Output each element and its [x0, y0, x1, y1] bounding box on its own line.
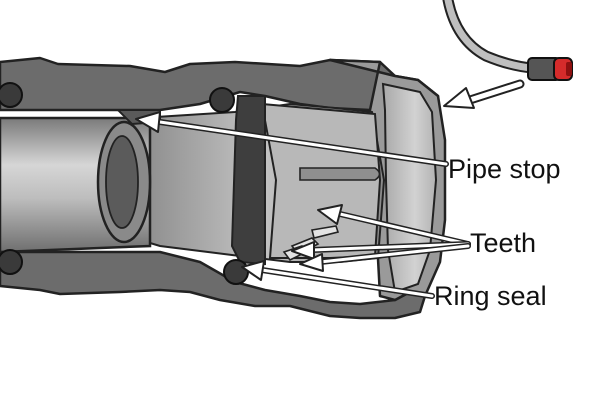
o-ring-bottom-left — [0, 249, 23, 275]
teeth-arrows — [291, 204, 471, 272]
pipe-bore — [105, 135, 139, 229]
o-ring-top — [209, 87, 235, 113]
tooth-3 — [311, 225, 340, 239]
ring-seal-label: Ring seal — [434, 281, 547, 311]
hose-inner — [444, 0, 536, 72]
pipe-stop-label: Pipe stop — [448, 154, 561, 184]
callout-arrows — [135, 111, 471, 299]
o-ring-bottom — [223, 259, 249, 285]
seal-channel — [230, 95, 266, 266]
o-ring-top-left — [0, 82, 23, 108]
push-fit-connector-icon — [527, 57, 573, 81]
pipe-stop-arrow — [135, 111, 449, 167]
teeth-label: Teeth — [470, 228, 537, 258]
ring-seal-arrow — [241, 260, 435, 299]
collet-slot — [299, 167, 381, 181]
insert-direction-arrow — [443, 79, 525, 109]
fitting-body-bottom — [0, 250, 427, 320]
